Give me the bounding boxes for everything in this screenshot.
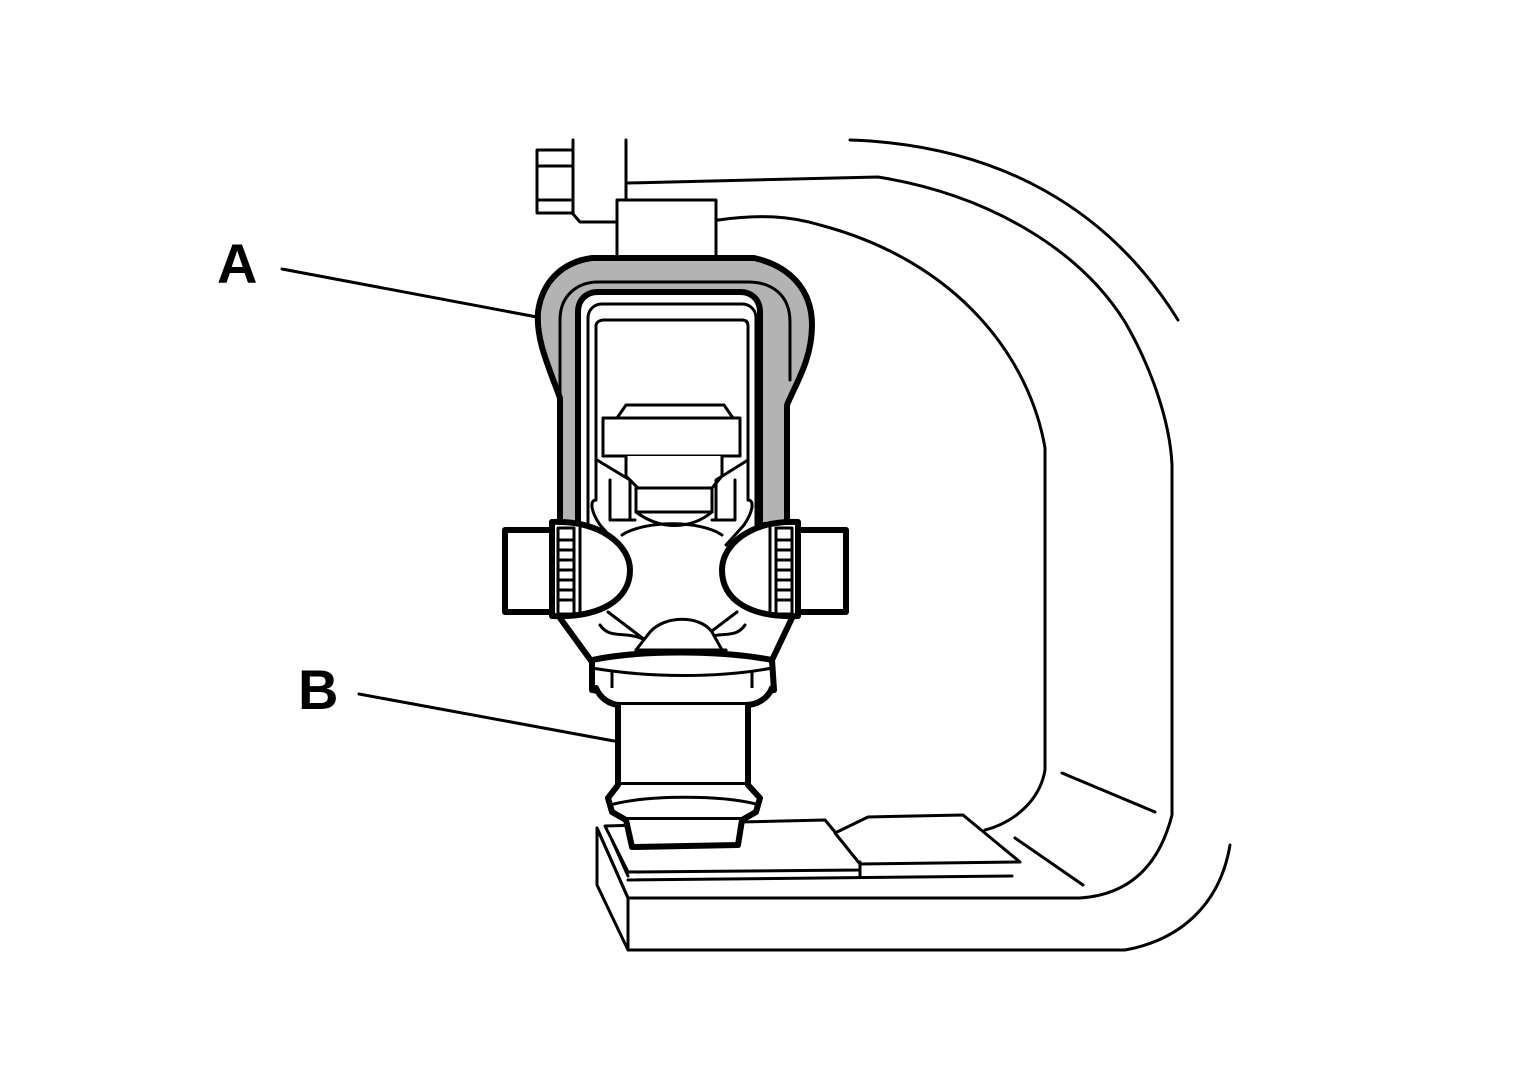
- leader-lines: [282, 269, 614, 741]
- tool-b-receiver: [596, 688, 772, 847]
- base-plate: [597, 815, 1020, 950]
- universal-joint: [592, 405, 752, 640]
- leader-line-a: [282, 269, 537, 317]
- tool-a-outer-body: [538, 258, 812, 525]
- press-frame: [628, 140, 1230, 950]
- lower-yoke: [560, 618, 792, 698]
- callout-label-b: B: [298, 658, 339, 721]
- right-bearing-cup: [722, 522, 846, 616]
- press-ram: [537, 140, 716, 258]
- callout-label-a: A: [217, 232, 258, 295]
- left-bearing-cup: [505, 522, 630, 616]
- leader-line-b: [359, 694, 614, 741]
